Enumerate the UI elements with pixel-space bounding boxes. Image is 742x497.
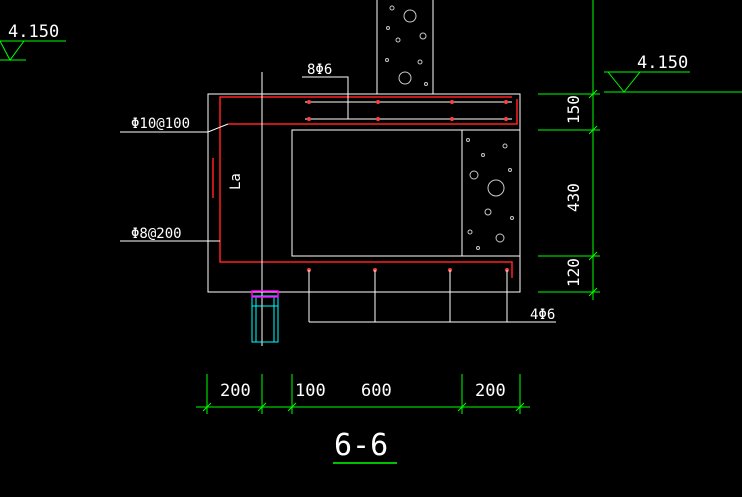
leader-lines bbox=[120, 72, 556, 346]
elevation-left-label: 4.150 bbox=[8, 22, 59, 42]
top-bars bbox=[305, 101, 512, 120]
dim-bottom-100: 100 bbox=[295, 381, 326, 401]
concrete-hatch-right bbox=[466, 138, 514, 250]
elevation-mark-right bbox=[604, 71, 742, 93]
window-frame bbox=[251, 295, 279, 343]
elevation-mark-left bbox=[0, 40, 66, 61]
elevation-right-label: 4.150 bbox=[637, 53, 688, 73]
concrete-column-top bbox=[376, 0, 434, 94]
dim-bottom-200-right: 200 bbox=[475, 381, 506, 401]
beam-outline bbox=[207, 93, 521, 293]
stirrup-label: Φ10@100 bbox=[131, 116, 190, 132]
top-bar-label: 8Φ6 bbox=[307, 62, 332, 78]
top-stirrup-hook bbox=[228, 99, 518, 125]
marker-block bbox=[251, 290, 279, 298]
dim-bottom-200-left: 200 bbox=[220, 381, 251, 401]
rebar-cage bbox=[212, 96, 518, 278]
bottom-stirrup-label: Φ8@200 bbox=[131, 226, 182, 242]
section-title: 6-6 bbox=[334, 428, 388, 463]
main-stirrup bbox=[219, 96, 513, 278]
dim-bottom-600: 600 bbox=[361, 381, 392, 401]
dim-right-150: 150 bbox=[564, 95, 583, 124]
rebar-dots bbox=[307, 100, 509, 272]
dim-right-430: 430 bbox=[564, 183, 583, 212]
bottom-bar-label: 4Φ6 bbox=[530, 307, 555, 323]
anchorage-label: La bbox=[228, 173, 244, 190]
dimension-right bbox=[538, 0, 600, 300]
dim-right-120: 120 bbox=[564, 258, 583, 287]
dimension-bottom bbox=[196, 374, 530, 414]
